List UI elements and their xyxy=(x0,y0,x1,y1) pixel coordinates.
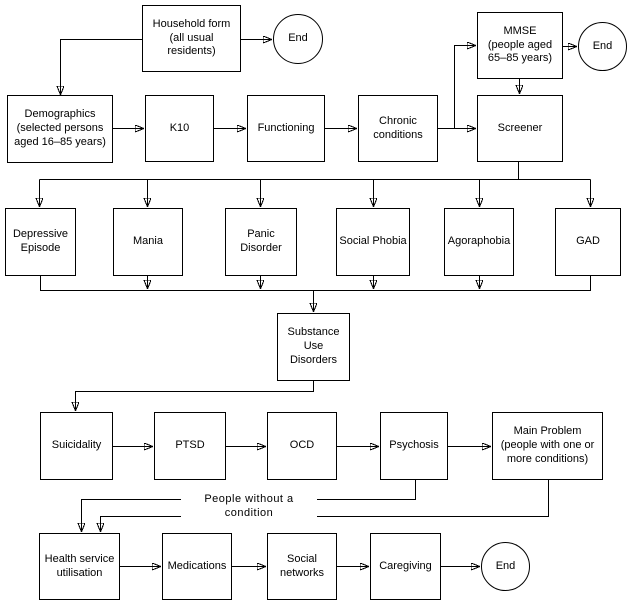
node-functioning: Functioning xyxy=(247,95,325,162)
node-panic-disorder: Panic Disorder xyxy=(225,208,297,276)
node-mmse: MMSE (people aged 65–85 years) xyxy=(477,12,563,79)
node-medications: Medications xyxy=(162,533,232,600)
connector-chronic-to-mmse xyxy=(454,46,476,129)
node-depressive-episode: Depressive Episode xyxy=(5,208,76,276)
node-end-top-right: End xyxy=(578,22,627,71)
node-psychosis: Psychosis xyxy=(380,412,448,480)
node-end-bottom: End xyxy=(481,542,530,591)
node-social-phobia: Social Phobia xyxy=(336,208,410,276)
node-agoraphobia: Agoraphobia xyxy=(444,208,514,276)
node-mania: Mania xyxy=(113,208,183,276)
node-main-problem: Main Problem (people with one or more co… xyxy=(492,412,603,480)
node-ptsd: PTSD xyxy=(154,412,226,480)
bus-disorders-bottom xyxy=(40,276,591,291)
node-social-networks: Social networks xyxy=(267,533,337,600)
node-ocd: OCD xyxy=(267,412,337,480)
connector-household-to-demographics xyxy=(61,39,142,95)
node-end-top-left: End xyxy=(273,14,323,64)
node-suicidality: Suicidality xyxy=(40,412,113,480)
edge-label-people-without-a-condition: People without a condition xyxy=(181,492,317,520)
node-k10: K10 xyxy=(145,95,214,162)
node-caregiving: Caregiving xyxy=(370,533,441,600)
node-health-service-utilisation: Health service utilisation xyxy=(39,533,120,600)
node-chronic-conditions: Chronic conditions xyxy=(358,95,438,162)
node-household-form: Household form (all usual residents) xyxy=(142,5,241,72)
connector-substance-to-suicidality xyxy=(76,381,314,410)
node-demographics: Demographics (selected persons aged 16–8… xyxy=(7,95,113,163)
node-screener: Screener xyxy=(477,95,563,162)
node-substance-use-disorders: Substance Use Disorders xyxy=(277,313,350,381)
node-gad: GAD xyxy=(555,208,621,276)
connector-main-problem-to-health-service xyxy=(101,480,549,531)
